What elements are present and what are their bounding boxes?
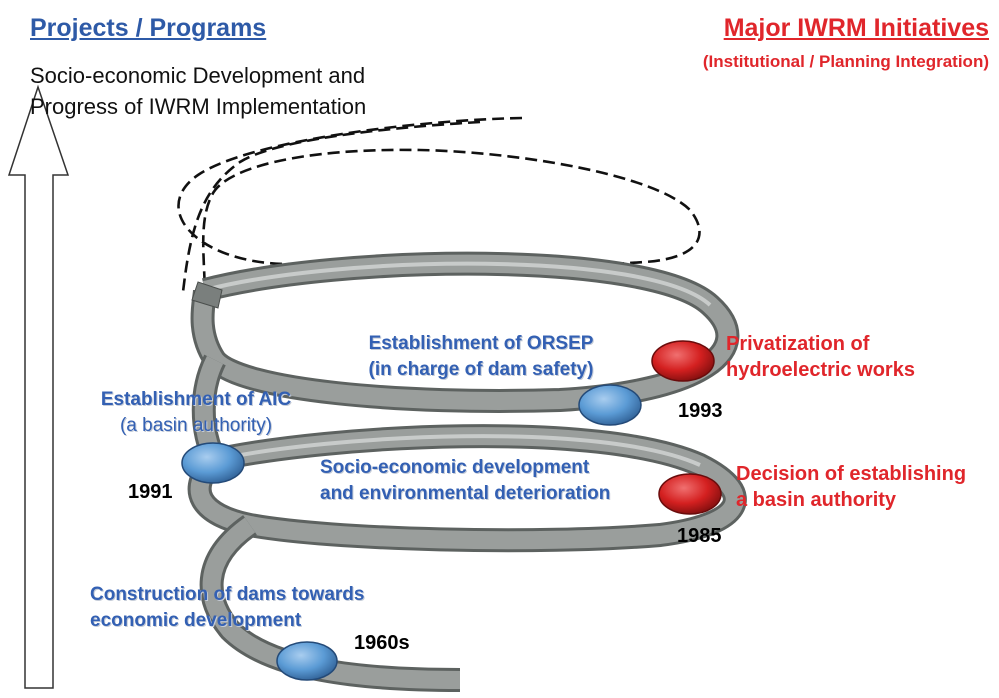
projects-subtitle-line2: Progress of IWRM Implementation bbox=[30, 94, 367, 119]
label-basin-decision: Decision of establishing a basin authori… bbox=[736, 461, 966, 513]
year-1960s: 1960s bbox=[354, 632, 410, 654]
label-dams-line2: economic development bbox=[90, 610, 302, 631]
label-dams-line1: Construction of dams towards bbox=[90, 584, 365, 605]
iwrm-initiatives-title: Major IWRM Initiatives bbox=[723, 14, 989, 42]
ribbon-top-end bbox=[191, 281, 223, 309]
label-socio-line2: and environmental deterioration bbox=[320, 483, 611, 504]
label-privatization-line1: Privatization of bbox=[726, 333, 870, 355]
label-orsep-line1: Establishment of ORSEP bbox=[368, 333, 594, 354]
label-basin-line1: Decision of establishing bbox=[736, 463, 967, 485]
label-privatization: Privatization of hydroelectric works bbox=[726, 331, 915, 383]
future-dashed-loops bbox=[177, 116, 701, 301]
node-1991 bbox=[181, 442, 245, 484]
year-1991: 1991 bbox=[128, 481, 173, 503]
projects-subtitle: Socio-economic Development and Progress … bbox=[30, 60, 366, 122]
node-1960s bbox=[276, 641, 338, 681]
year-1993: 1993 bbox=[678, 400, 723, 422]
label-socio-line1: Socio-economic development bbox=[320, 457, 590, 478]
progress-up-arrow bbox=[7, 84, 70, 689]
label-aic-line1: Establishment of AIC bbox=[100, 389, 292, 410]
label-orsep-line2: (in charge of dam safety) bbox=[368, 359, 594, 380]
label-dams: Construction of dams towards economic de… bbox=[90, 582, 364, 634]
label-aic: Establishment of AIC (a basin authority) bbox=[86, 387, 306, 439]
label-privatization-line2: hydroelectric works bbox=[726, 359, 915, 381]
projects-subtitle-line1: Socio-economic Development and bbox=[30, 63, 366, 88]
iwrm-initiatives-subtitle: (Institutional / Planning Integration) bbox=[702, 52, 989, 71]
label-socio: Socio-economic development and environme… bbox=[320, 455, 610, 507]
label-basin-line2: a basin authority bbox=[736, 489, 897, 511]
node-1993-red bbox=[651, 340, 715, 382]
year-1985: 1985 bbox=[677, 525, 722, 547]
label-orsep: Establishment of ORSEP (in charge of dam… bbox=[356, 331, 606, 383]
projects-programs-title: Projects / Programs bbox=[30, 14, 267, 42]
label-aic-line2: (a basin authority) bbox=[119, 415, 273, 436]
node-1993-blue bbox=[578, 384, 642, 426]
node-1985 bbox=[658, 473, 722, 515]
spiral-ribbon bbox=[187, 251, 747, 692]
